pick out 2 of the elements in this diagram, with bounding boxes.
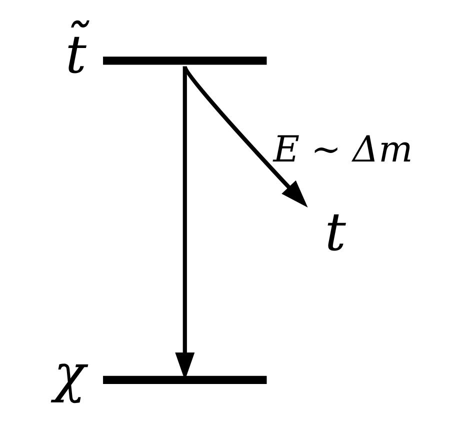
- edge-label: E ∼ Δm: [273, 130, 413, 171]
- node-text: t: [324, 202, 346, 263]
